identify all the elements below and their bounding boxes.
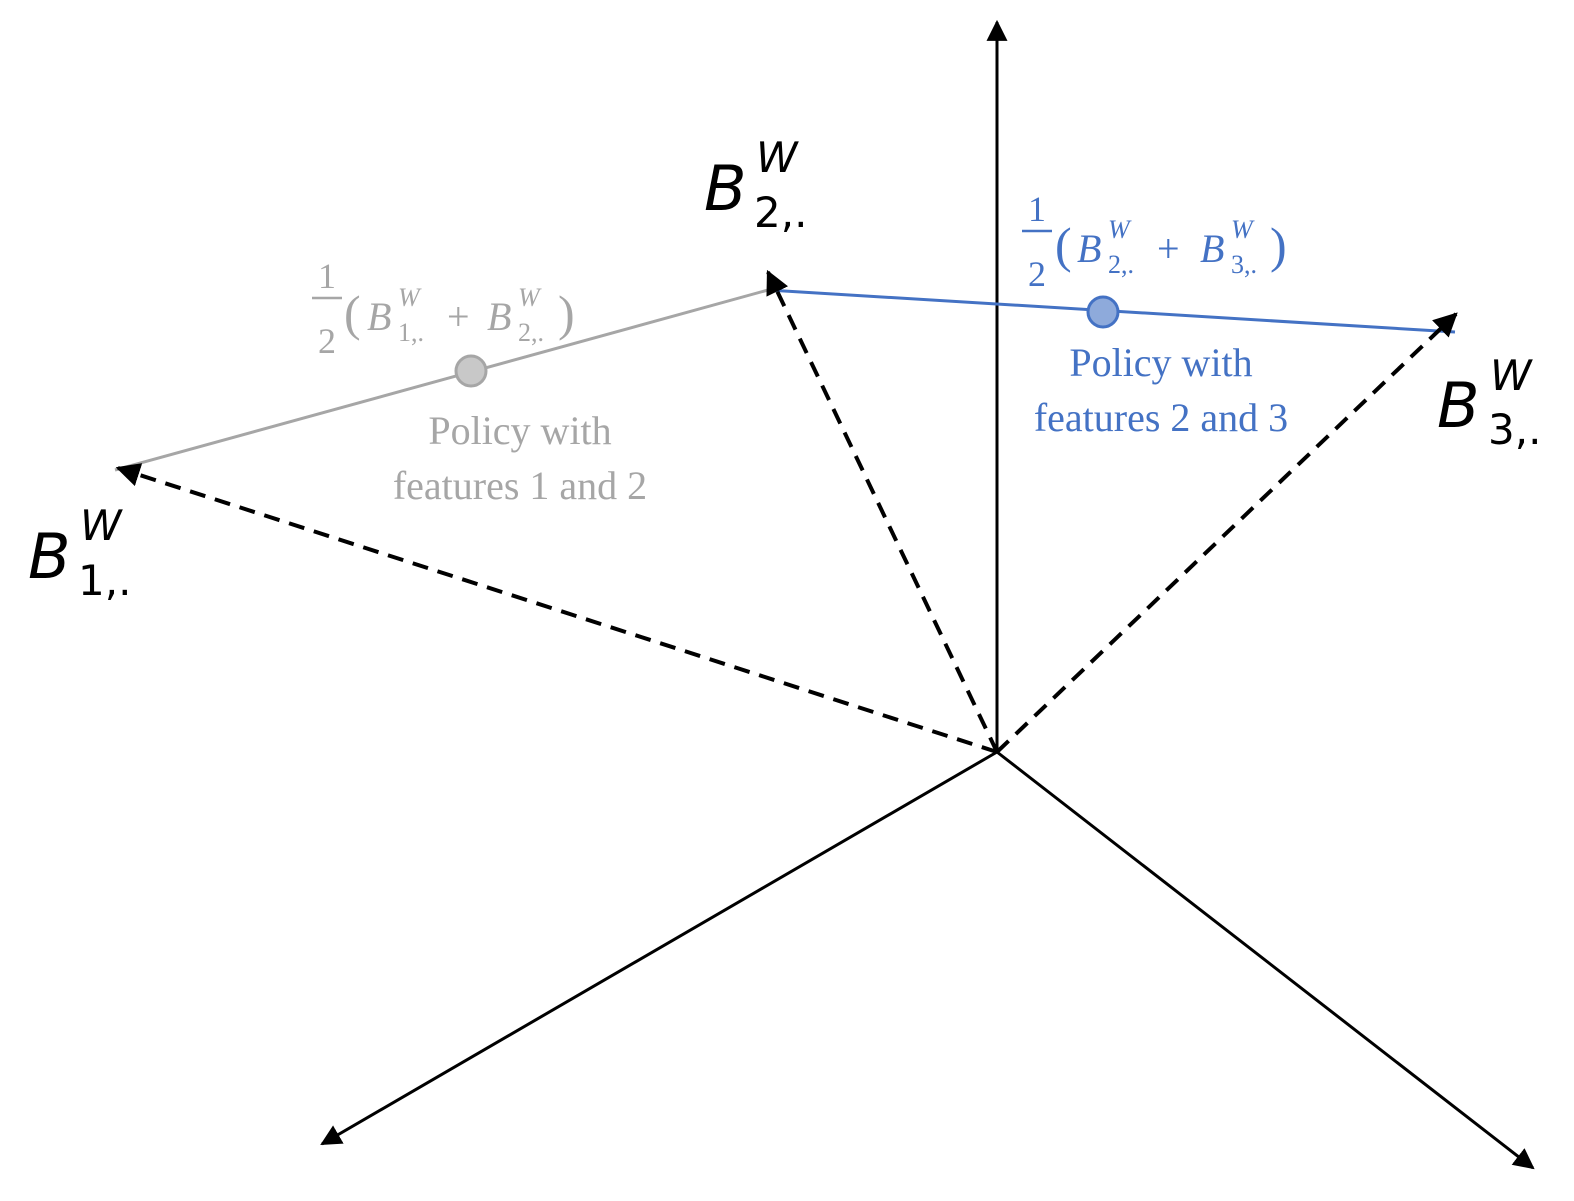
blue-policy-line2: features 2 and 3	[1034, 395, 1288, 440]
label-b3-sup: W	[1490, 351, 1533, 400]
gray-frac-den: 2	[318, 321, 336, 361]
label-b1-sub: 1,.	[78, 556, 131, 605]
blue-mixture-formula: 1 2 ( B W 2,. + B W 3,. )	[1022, 189, 1287, 294]
blue-frac-den: 2	[1028, 254, 1046, 294]
gray-mixture-formula: 1 2 ( B W 1,. + B W 2,. )	[312, 256, 575, 361]
gray-policy-line1: Policy with	[428, 408, 611, 453]
label-b2-sub: 2,.	[754, 188, 807, 237]
label-b2-base: B	[704, 152, 747, 225]
blue-term2-sup: W	[1231, 215, 1255, 244]
gray-term1-base: B	[367, 294, 391, 339]
label-b1: B W 1,.	[28, 501, 131, 605]
blue-term2: B W 3,.	[1200, 215, 1257, 279]
right-axis	[996, 750, 1535, 1170]
vector-b3-dashed	[995, 312, 1458, 754]
label-b1-sup: W	[80, 501, 123, 550]
gray-segment	[114, 288, 769, 472]
label-b3-base: B	[1437, 369, 1480, 442]
blue-term1-base: B	[1077, 226, 1101, 271]
blue-term1-sup: W	[1108, 215, 1132, 244]
gray-term1-sup: W	[398, 283, 422, 312]
vector-b2-dashed	[766, 269, 999, 753]
gray-open-paren: (	[344, 285, 361, 341]
blue-open-paren: (	[1055, 217, 1072, 273]
gray-plus: +	[447, 294, 470, 339]
label-b2: B W 2,.	[704, 133, 807, 237]
label-b3: B W 3,.	[1437, 351, 1541, 454]
blue-close-paren: )	[1270, 217, 1287, 273]
left-axis	[320, 750, 998, 1146]
gray-policy-point	[454, 354, 488, 388]
blue-policy-line1: Policy with	[1069, 340, 1252, 385]
blue-policy-point	[1086, 295, 1120, 329]
blue-term2-base: B	[1200, 226, 1224, 271]
gray-term1: B W 1,.	[367, 283, 424, 347]
blue-term1: B W 2,.	[1077, 215, 1134, 279]
gray-term1-sub: 1,.	[398, 318, 424, 347]
gray-term2: B W 2,.	[487, 283, 544, 347]
blue-term1-sub: 2,.	[1108, 250, 1134, 279]
blue-term2-sub: 3,.	[1231, 250, 1257, 279]
gray-term2-base: B	[487, 294, 511, 339]
blue-frac-num: 1	[1028, 189, 1046, 229]
gray-term2-sup: W	[518, 283, 542, 312]
gray-term2-sub: 2,.	[518, 318, 544, 347]
gray-frac-num: 1	[318, 256, 336, 296]
label-b3-sub: 3,.	[1488, 405, 1541, 454]
gray-policy-line2: features 1 and 2	[393, 463, 647, 508]
vector-b1-dashed	[115, 463, 998, 754]
gray-close-paren: )	[558, 285, 575, 341]
label-b1-base: B	[28, 520, 71, 593]
blue-plus: +	[1157, 226, 1180, 271]
label-b2-sup: W	[756, 133, 799, 182]
